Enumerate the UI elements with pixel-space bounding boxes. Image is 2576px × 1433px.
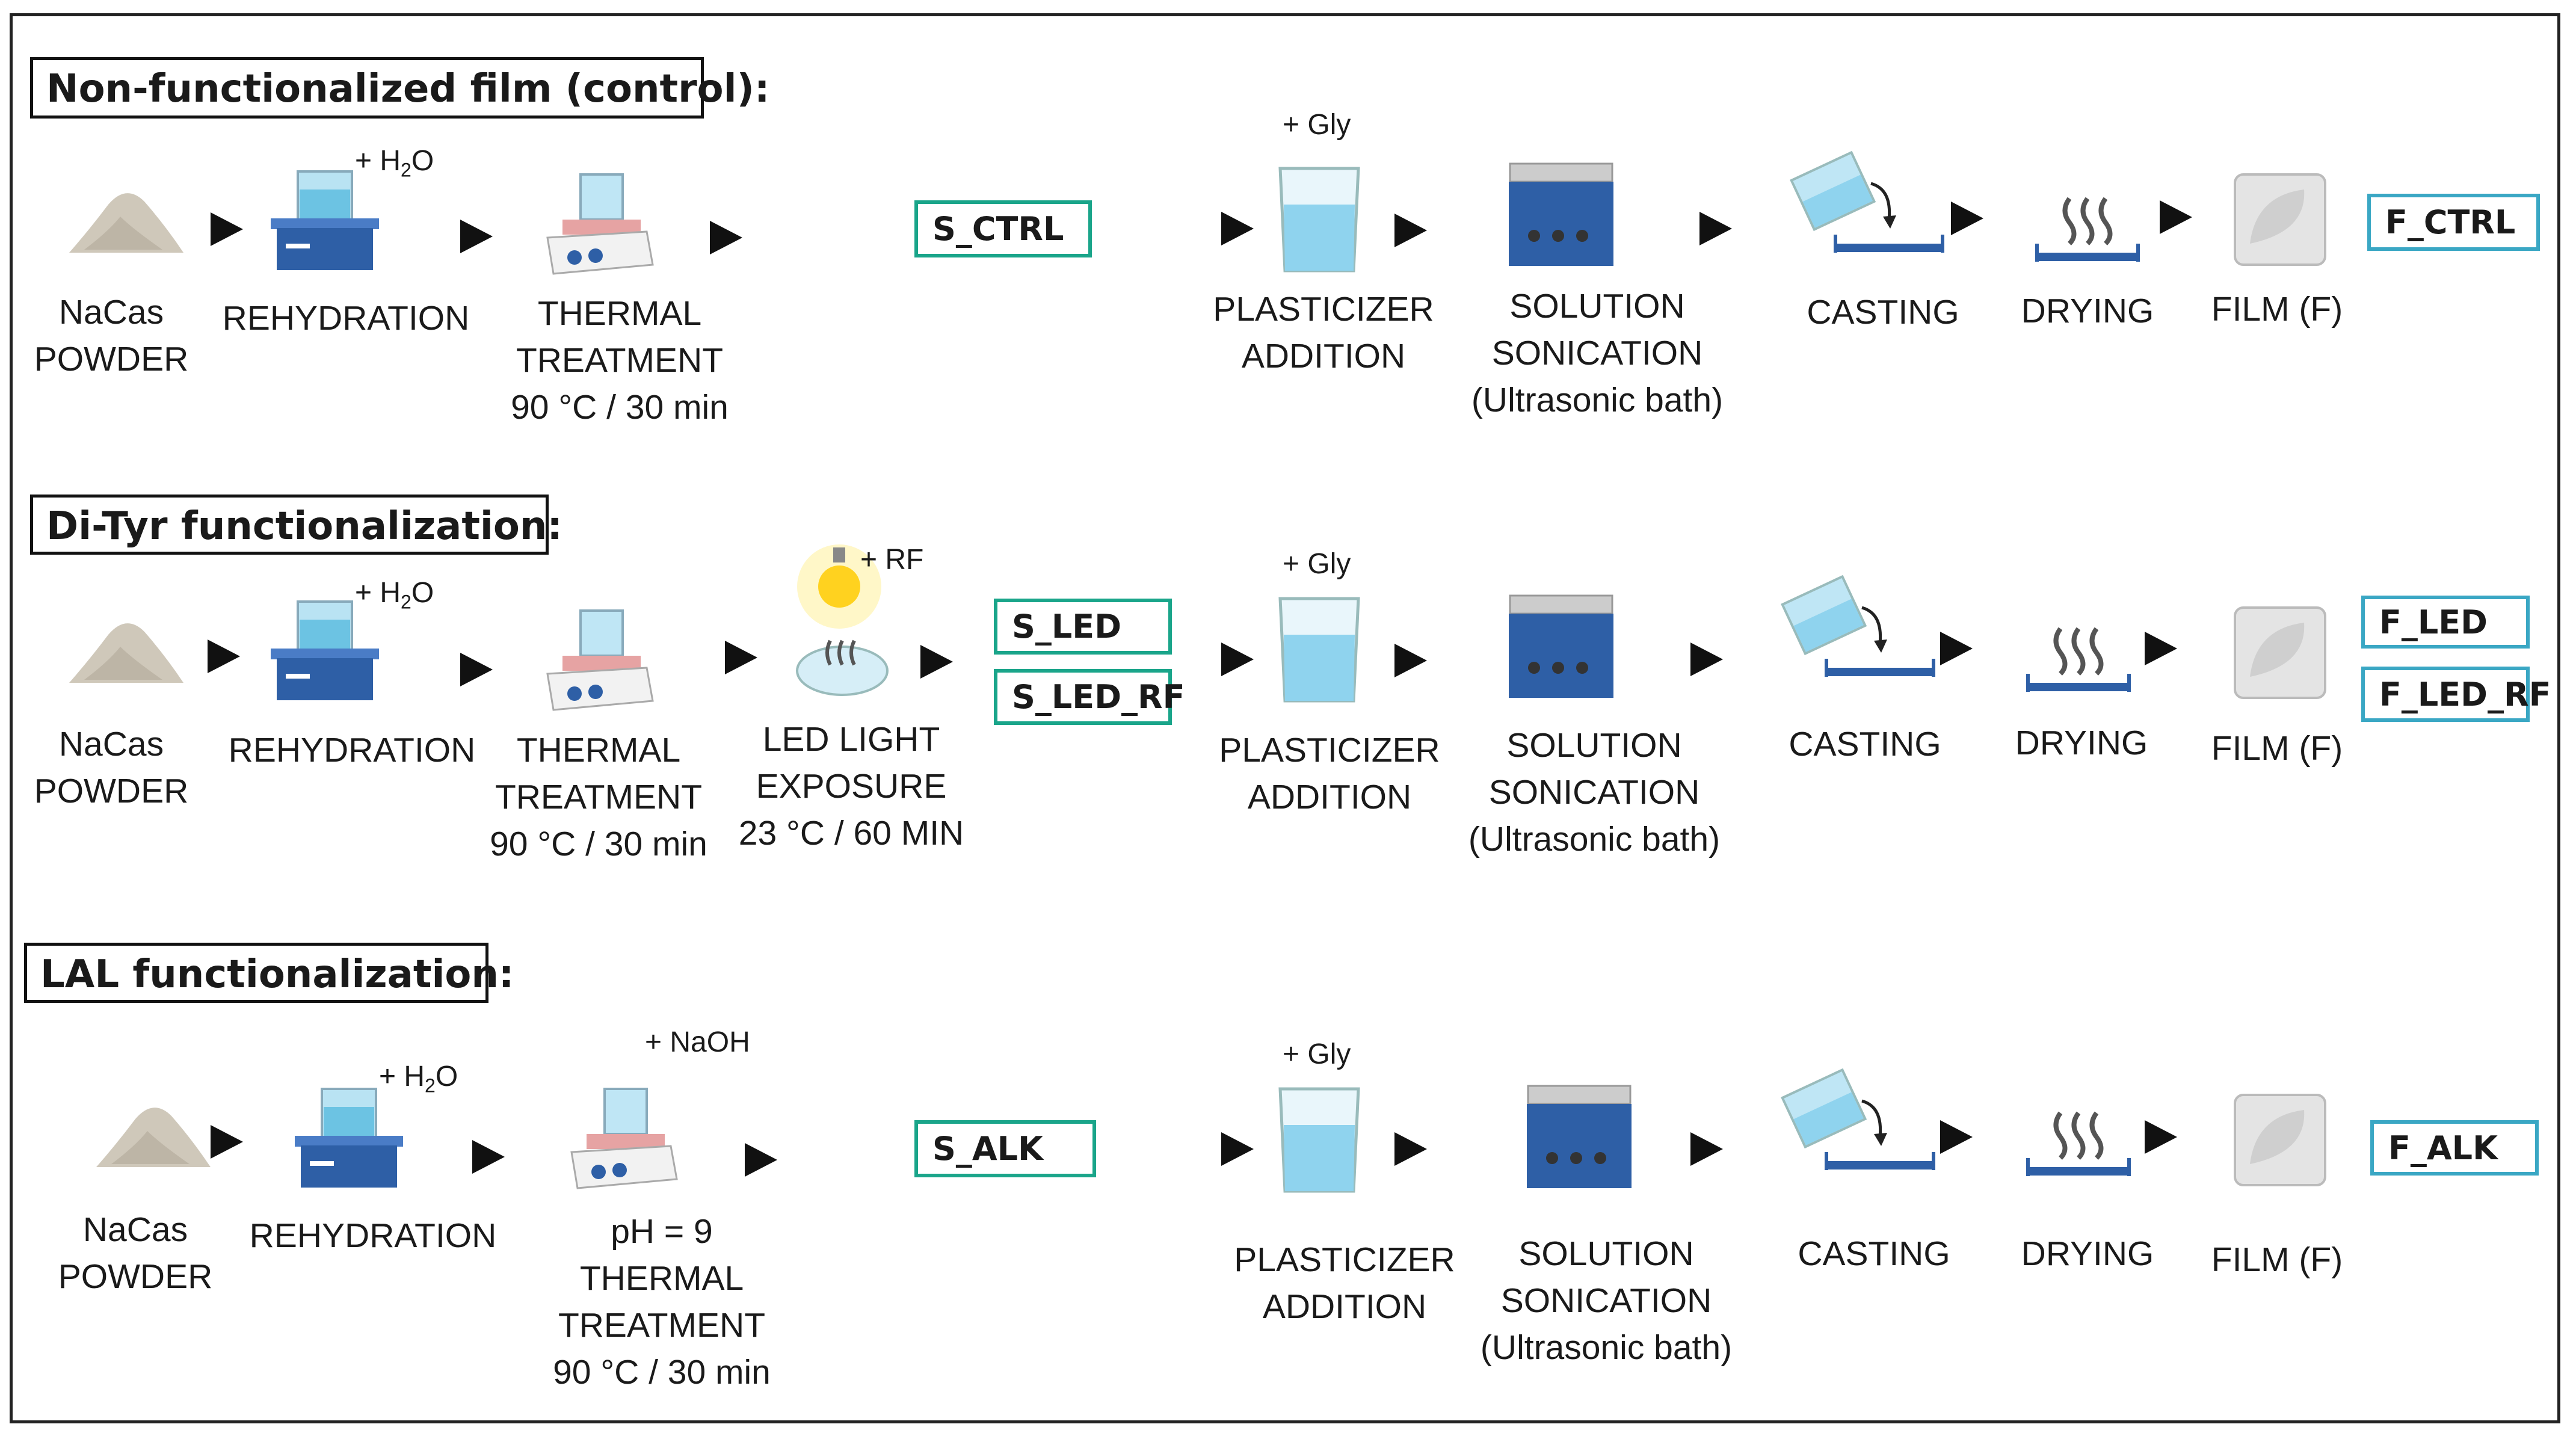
step-label-casting: CASTING <box>1798 1234 1950 1273</box>
arrow-right-icon <box>1394 1132 1427 1166</box>
arrow-right-icon <box>1940 1120 1973 1154</box>
film-tag: F_ALK <box>2370 1120 2539 1176</box>
arrow-right-icon <box>710 221 742 254</box>
step-label-sonication: SOLUTION SONICATION (Ultrasonic bath) <box>1471 287 1724 419</box>
step-label-thermal: pH = 9 THERMAL TREATMENT 90 °C / 30 min <box>553 1212 771 1391</box>
water-addition-label: + H2O <box>355 145 434 181</box>
led-bulb-icon <box>796 544 889 696</box>
arrow-right-icon <box>920 645 953 679</box>
film-tag: F_LED_RF <box>2361 667 2551 722</box>
naoh-addition-label: + NaOH <box>645 1026 750 1058</box>
beaker-icon <box>1278 597 1360 703</box>
step-label-thermal: THERMAL TREATMENT 90 °C / 30 min <box>511 294 729 427</box>
drying-tray-icon <box>2026 1111 2131 1176</box>
ultrasonic-bath-icon <box>1509 594 1613 698</box>
step-label-film: FILM (F) <box>2211 290 2343 328</box>
arrow-right-icon <box>2145 632 2177 665</box>
step-label-drying: DRYING <box>2021 1234 2154 1273</box>
arrow-right-icon <box>211 1125 243 1159</box>
step-label-plasticizer: PLASTICIZER ADDITION <box>1213 290 1434 375</box>
step-label-powder: NaCas POWDER <box>34 725 189 810</box>
arrow-right-icon <box>211 212 243 246</box>
arrow-right-icon <box>2160 200 2192 234</box>
drying-tray-icon <box>2035 197 2140 262</box>
step-label-rehydration: REHYDRATION <box>228 731 476 769</box>
film-sheet-icon <box>2234 606 2326 699</box>
arrow-right-icon <box>472 1140 505 1174</box>
water-addition-label: + H2O <box>355 577 434 613</box>
step-label-drying: DRYING <box>2015 724 2148 762</box>
magnetic-stirrer-icon <box>271 600 379 700</box>
film-tag: F_CTRL <box>2367 194 2540 251</box>
pouring-cup-icon <box>1781 1068 1935 1170</box>
solution-tag: S_CTRL <box>914 200 1092 257</box>
step-label-rehydration: REHYDRATION <box>222 299 470 337</box>
step-label-sonication: SOLUTION SONICATION (Ultrasonic bath) <box>1468 726 1721 858</box>
arrow-right-icon <box>1690 1132 1723 1166</box>
arrow-right-icon <box>460 653 493 686</box>
magnetic-stirrer-icon <box>271 170 379 270</box>
beaker-icon <box>1278 1087 1360 1193</box>
arrow-right-icon <box>1940 632 1973 665</box>
arrow-right-icon <box>2145 1120 2177 1154</box>
gly-addition-label: + Gly <box>1283 109 1351 141</box>
solution-tag: S_LED <box>994 599 1172 655</box>
section-title-control: Non-functionalized film (control): <box>30 57 769 119</box>
arrow-right-icon <box>1690 643 1723 676</box>
rf-addition-label: + RF <box>860 544 924 576</box>
step-label-plasticizer: PLASTICIZER ADDITION <box>1219 731 1440 816</box>
step-label-film: FILM (F) <box>2211 729 2343 768</box>
film-sheet-icon <box>2234 173 2326 266</box>
step-label-casting: CASTING <box>1789 725 1941 763</box>
step-label-sonication: SOLUTION SONICATION (Ultrasonic bath) <box>1480 1234 1733 1367</box>
arrow-right-icon <box>725 641 757 674</box>
arrow-right-icon <box>1394 214 1427 247</box>
pouring-cup-icon <box>1790 150 1944 253</box>
drying-tray-icon <box>2026 627 2131 692</box>
hotplate-beaker-icon <box>570 1088 678 1189</box>
arrow-right-icon <box>1221 643 1254 676</box>
arrow-right-icon <box>208 639 240 673</box>
gly-addition-label: + Gly <box>1283 1038 1351 1070</box>
solution-tag: S_ALK <box>914 1120 1096 1177</box>
beaker-icon <box>1278 167 1360 273</box>
powder-pile-icon <box>69 193 183 253</box>
ultrasonic-bath-icon <box>1527 1085 1632 1188</box>
step-label-led: LED LIGHT EXPOSURE 23 °C / 60 MIN <box>738 720 964 852</box>
film-tag: F_LED <box>2361 596 2530 649</box>
section-title-dityr: Di-Tyr functionalization: <box>30 495 562 555</box>
arrow-right-icon <box>1699 212 1732 245</box>
step-label-thermal: THERMAL TREATMENT 90 °C / 30 min <box>490 731 707 863</box>
water-addition-label: + H2O <box>379 1061 458 1097</box>
ultrasonic-bath-icon <box>1509 162 1613 266</box>
arrow-right-icon <box>1221 212 1254 245</box>
step-label-drying: DRYING <box>2021 292 2154 330</box>
arrow-right-icon <box>1394 644 1427 677</box>
step-label-powder: NaCas POWDER <box>34 293 189 378</box>
hotplate-beaker-icon <box>546 173 654 275</box>
section-title-lal: LAL functionalization: <box>24 943 514 1003</box>
powder-pile-icon <box>69 623 183 683</box>
gly-addition-label: + Gly <box>1283 548 1351 580</box>
solution-tag: S_LED_RF <box>994 669 1185 725</box>
step-label-rehydration: REHYDRATION <box>249 1216 497 1255</box>
powder-pile-icon <box>96 1108 211 1167</box>
hotplate-beaker-icon <box>546 609 654 711</box>
step-label-powder: NaCas POWDER <box>58 1210 213 1296</box>
step-label-casting: CASTING <box>1807 293 1959 331</box>
arrow-right-icon <box>460 220 493 253</box>
arrow-right-icon <box>1221 1132 1254 1166</box>
pouring-cup-icon <box>1781 575 1935 677</box>
step-label-film: FILM (F) <box>2211 1240 2343 1279</box>
arrow-right-icon <box>1951 202 1983 235</box>
figure-frame <box>10 13 2560 1423</box>
magnetic-stirrer-icon <box>295 1088 403 1188</box>
arrow-right-icon <box>745 1143 777 1177</box>
step-label-plasticizer: PLASTICIZER ADDITION <box>1234 1240 1455 1326</box>
film-sheet-icon <box>2234 1094 2326 1186</box>
